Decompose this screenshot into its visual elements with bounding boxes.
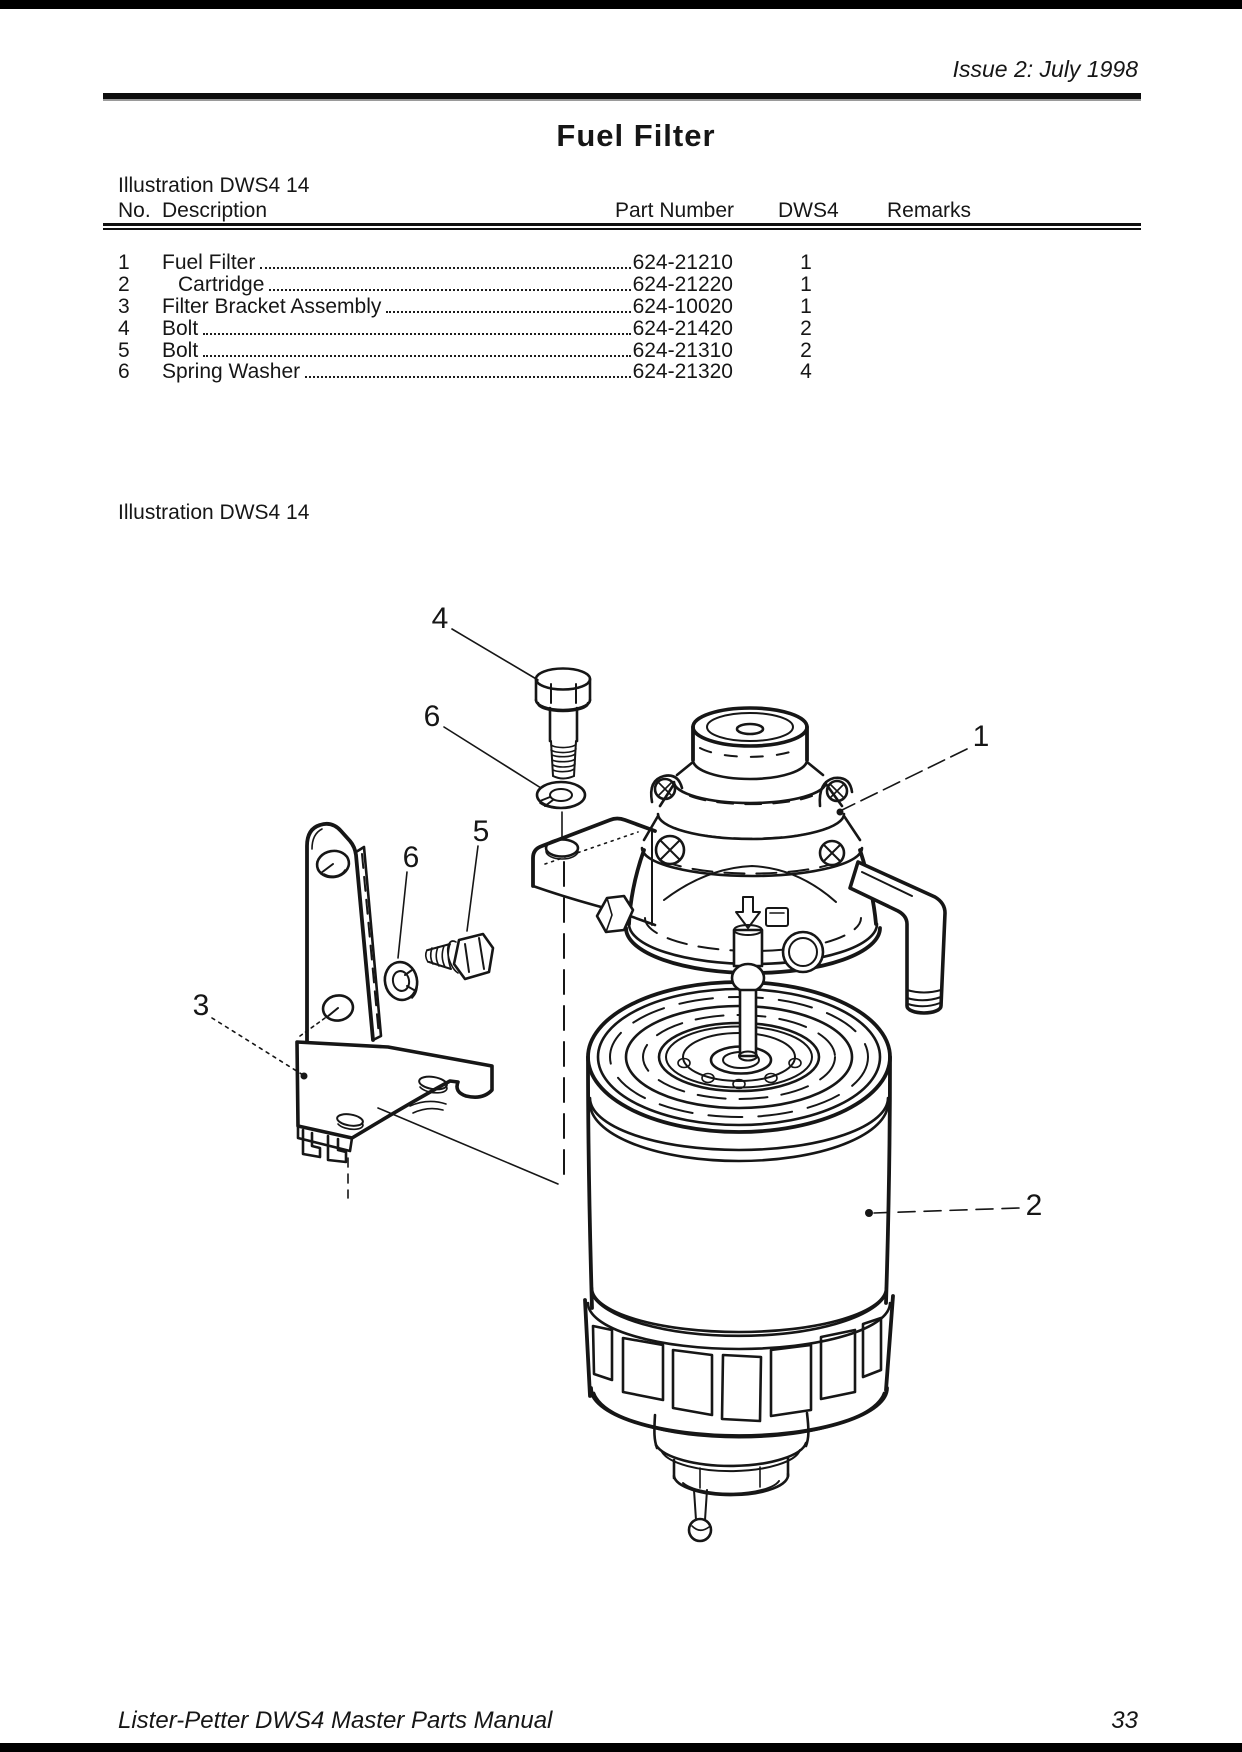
filter-cartridge: [583, 980, 895, 1543]
spring-washer-lower: [383, 960, 419, 1002]
cell-description: Filter Bracket Assembly: [162, 294, 382, 318]
column-header-no: No.: [118, 199, 151, 222]
cell-qty: 1: [800, 272, 812, 296]
cell-description: Fuel Filter: [162, 251, 256, 274]
column-header-dws4: DWS4: [778, 199, 839, 222]
cell-description: Cartridge: [178, 272, 265, 296]
column-header-remarks: Remarks: [887, 199, 972, 222]
table-row: 4 Bolt 624-21420 2: [118, 316, 1140, 340]
cell-no: 1: [118, 251, 130, 274]
spring-washer-upper: [535, 780, 587, 810]
leader-dots: [203, 318, 631, 335]
footer-page-number: 33: [1111, 1707, 1138, 1734]
cell-no: 5: [118, 338, 130, 362]
callout-3-bracket: 3: [193, 989, 210, 1022]
scan-border-bottom: [0, 1743, 1242, 1752]
callout-4-bolt: 4: [432, 602, 449, 635]
cell-no: 3: [118, 294, 130, 318]
leader-dots: [386, 296, 631, 313]
cell-description: Bolt: [162, 338, 199, 362]
cell-no: 2: [118, 272, 130, 296]
cell-part-number: 624-21310: [632, 338, 733, 362]
leader-dots: [305, 361, 631, 379]
leader-dots: [203, 340, 631, 357]
table-row: 2 Cartridge 624-21220 1: [118, 272, 1140, 296]
issue-line: Issue 2: July 1998: [952, 56, 1138, 82]
cell-part-number: 624-21320: [632, 360, 733, 384]
page-title: Fuel Filter: [556, 118, 716, 153]
cell-qty: 4: [800, 360, 812, 384]
cell-no: 4: [118, 316, 130, 340]
cell-part-number: 624-21420: [632, 316, 733, 340]
footer-manual-title: Lister-Petter DWS4 Master Parts Manual: [118, 1707, 553, 1734]
table-row: 1 Fuel Filter 624-21210 1: [118, 251, 1140, 274]
cell-part-number: 624-21210: [632, 251, 733, 274]
table-row: 3 Filter Bracket Assembly 624-10020 1: [118, 294, 1140, 318]
cell-qty: 1: [800, 294, 812, 318]
column-header-description: Description: [162, 199, 268, 222]
column-header-part-number: Part Number: [615, 199, 735, 222]
leader-dots: [260, 252, 631, 269]
cell-part-number: 624-10020: [632, 294, 733, 318]
callout-6-washer-upper: 6: [424, 700, 441, 733]
mounting-bolt: [534, 667, 592, 780]
leader-dots: [269, 274, 631, 291]
cell-qty: 2: [800, 316, 812, 340]
illustration-caption: Illustration DWS4 14: [118, 501, 310, 524]
header-rule: [103, 93, 1141, 101]
cell-description: Bolt: [162, 316, 199, 340]
callout-6-washer-lower: 6: [403, 841, 420, 874]
callouts: 4 6 5 6 3 1 2: [193, 602, 1043, 1222]
cell-description: Spring Washer: [162, 360, 301, 384]
cell-qty: 1: [800, 251, 812, 274]
filter-head: [531, 706, 947, 1062]
cell-no: 6: [118, 360, 130, 384]
assembly-axis-lines: [347, 811, 565, 1199]
callout-2-cartridge: 2: [1026, 1189, 1043, 1222]
callout-5-bolt: 5: [473, 815, 490, 848]
scan-border-top: [0, 0, 1242, 9]
parts-table: 1 Fuel Filter 624-21210 1 2 Cartridge 62…: [118, 251, 1140, 384]
cell-qty: 2: [800, 338, 812, 362]
bracket-bolt: [424, 932, 495, 981]
filter-bracket: [295, 821, 494, 1164]
table-header-rule: [103, 223, 1141, 230]
callout-1-fuel-filter: 1: [973, 720, 990, 753]
table-header-row: No. Description Part Number DWS4 Remarks: [118, 199, 1140, 223]
table-row: 6 Spring Washer 624-21320 4: [118, 360, 1140, 384]
table-row: 5 Bolt 624-21310 2: [118, 338, 1140, 362]
illustration-reference-label: Illustration DWS4 14: [118, 174, 310, 197]
cell-part-number: 624-21220: [632, 272, 733, 296]
